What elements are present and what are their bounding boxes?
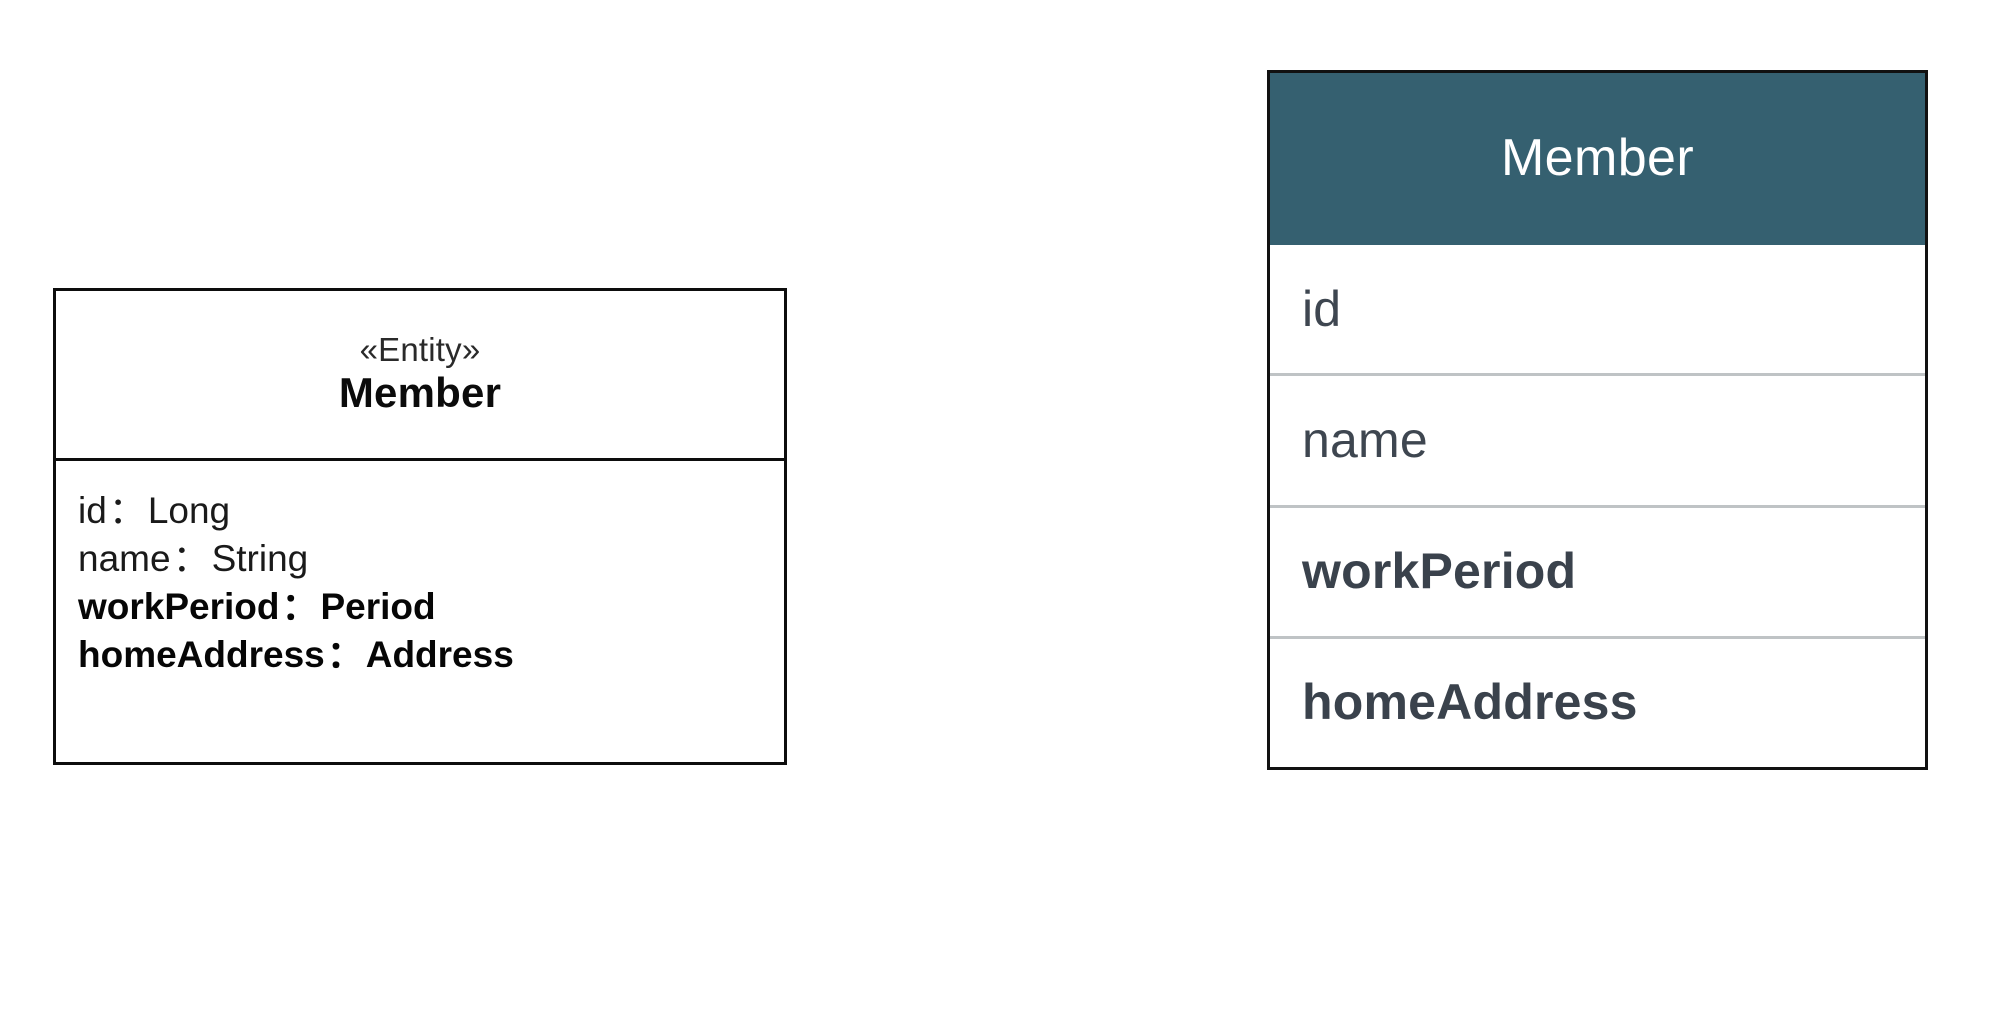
uml-attribute-row: id：Long	[78, 487, 784, 535]
uml-attribute-row: homeAddress：Address	[78, 631, 784, 679]
uml-class-header: «Entity» Member	[56, 291, 784, 461]
uml-class-box: «Entity» Member id：Long name：String work…	[53, 288, 787, 765]
uml-attribute-separator: ：	[108, 490, 146, 531]
uml-attribute-compartment: id：Long name：String workPeriod：Period ho…	[56, 461, 784, 762]
uml-attribute-name: name	[78, 538, 171, 580]
uml-attribute-name: workPeriod	[78, 586, 280, 628]
table-cell-column-name: name	[1302, 411, 1428, 468]
table-header: Member	[1270, 73, 1925, 245]
table-row: homeAddress	[1270, 635, 1925, 767]
uml-attribute-separator: ：	[326, 634, 364, 676]
table-title: Member	[1500, 129, 1695, 188]
table-row: name	[1270, 373, 1925, 505]
table-cell-column-name: workPeriod	[1302, 543, 1577, 600]
uml-stereotype-label: «Entity»	[359, 331, 481, 368]
uml-attribute-row: name：String	[78, 535, 784, 583]
table-row: workPeriod	[1270, 504, 1925, 636]
table-body: id name workPeriod homeAddress	[1270, 245, 1925, 767]
uml-attribute-name: homeAddress	[78, 634, 325, 676]
table-box: Member id name workPeriod homeAddress	[1267, 70, 1928, 770]
table-cell-column-name: homeAddress	[1302, 674, 1638, 731]
uml-attribute-type: String	[211, 538, 309, 580]
uml-attribute-separator: ：	[172, 538, 210, 580]
uml-attribute-name: id	[78, 490, 107, 531]
uml-attribute-row: workPeriod：Period	[78, 583, 784, 631]
uml-attribute-separator: ：	[281, 586, 319, 628]
table-row: id	[1270, 245, 1925, 374]
uml-attribute-type: Period	[320, 586, 436, 628]
table-cell-column-name: id	[1302, 280, 1342, 337]
uml-attribute-type: Long	[147, 490, 231, 531]
uml-attribute-type: Address	[365, 634, 514, 676]
uml-class-name: Member	[338, 369, 502, 417]
